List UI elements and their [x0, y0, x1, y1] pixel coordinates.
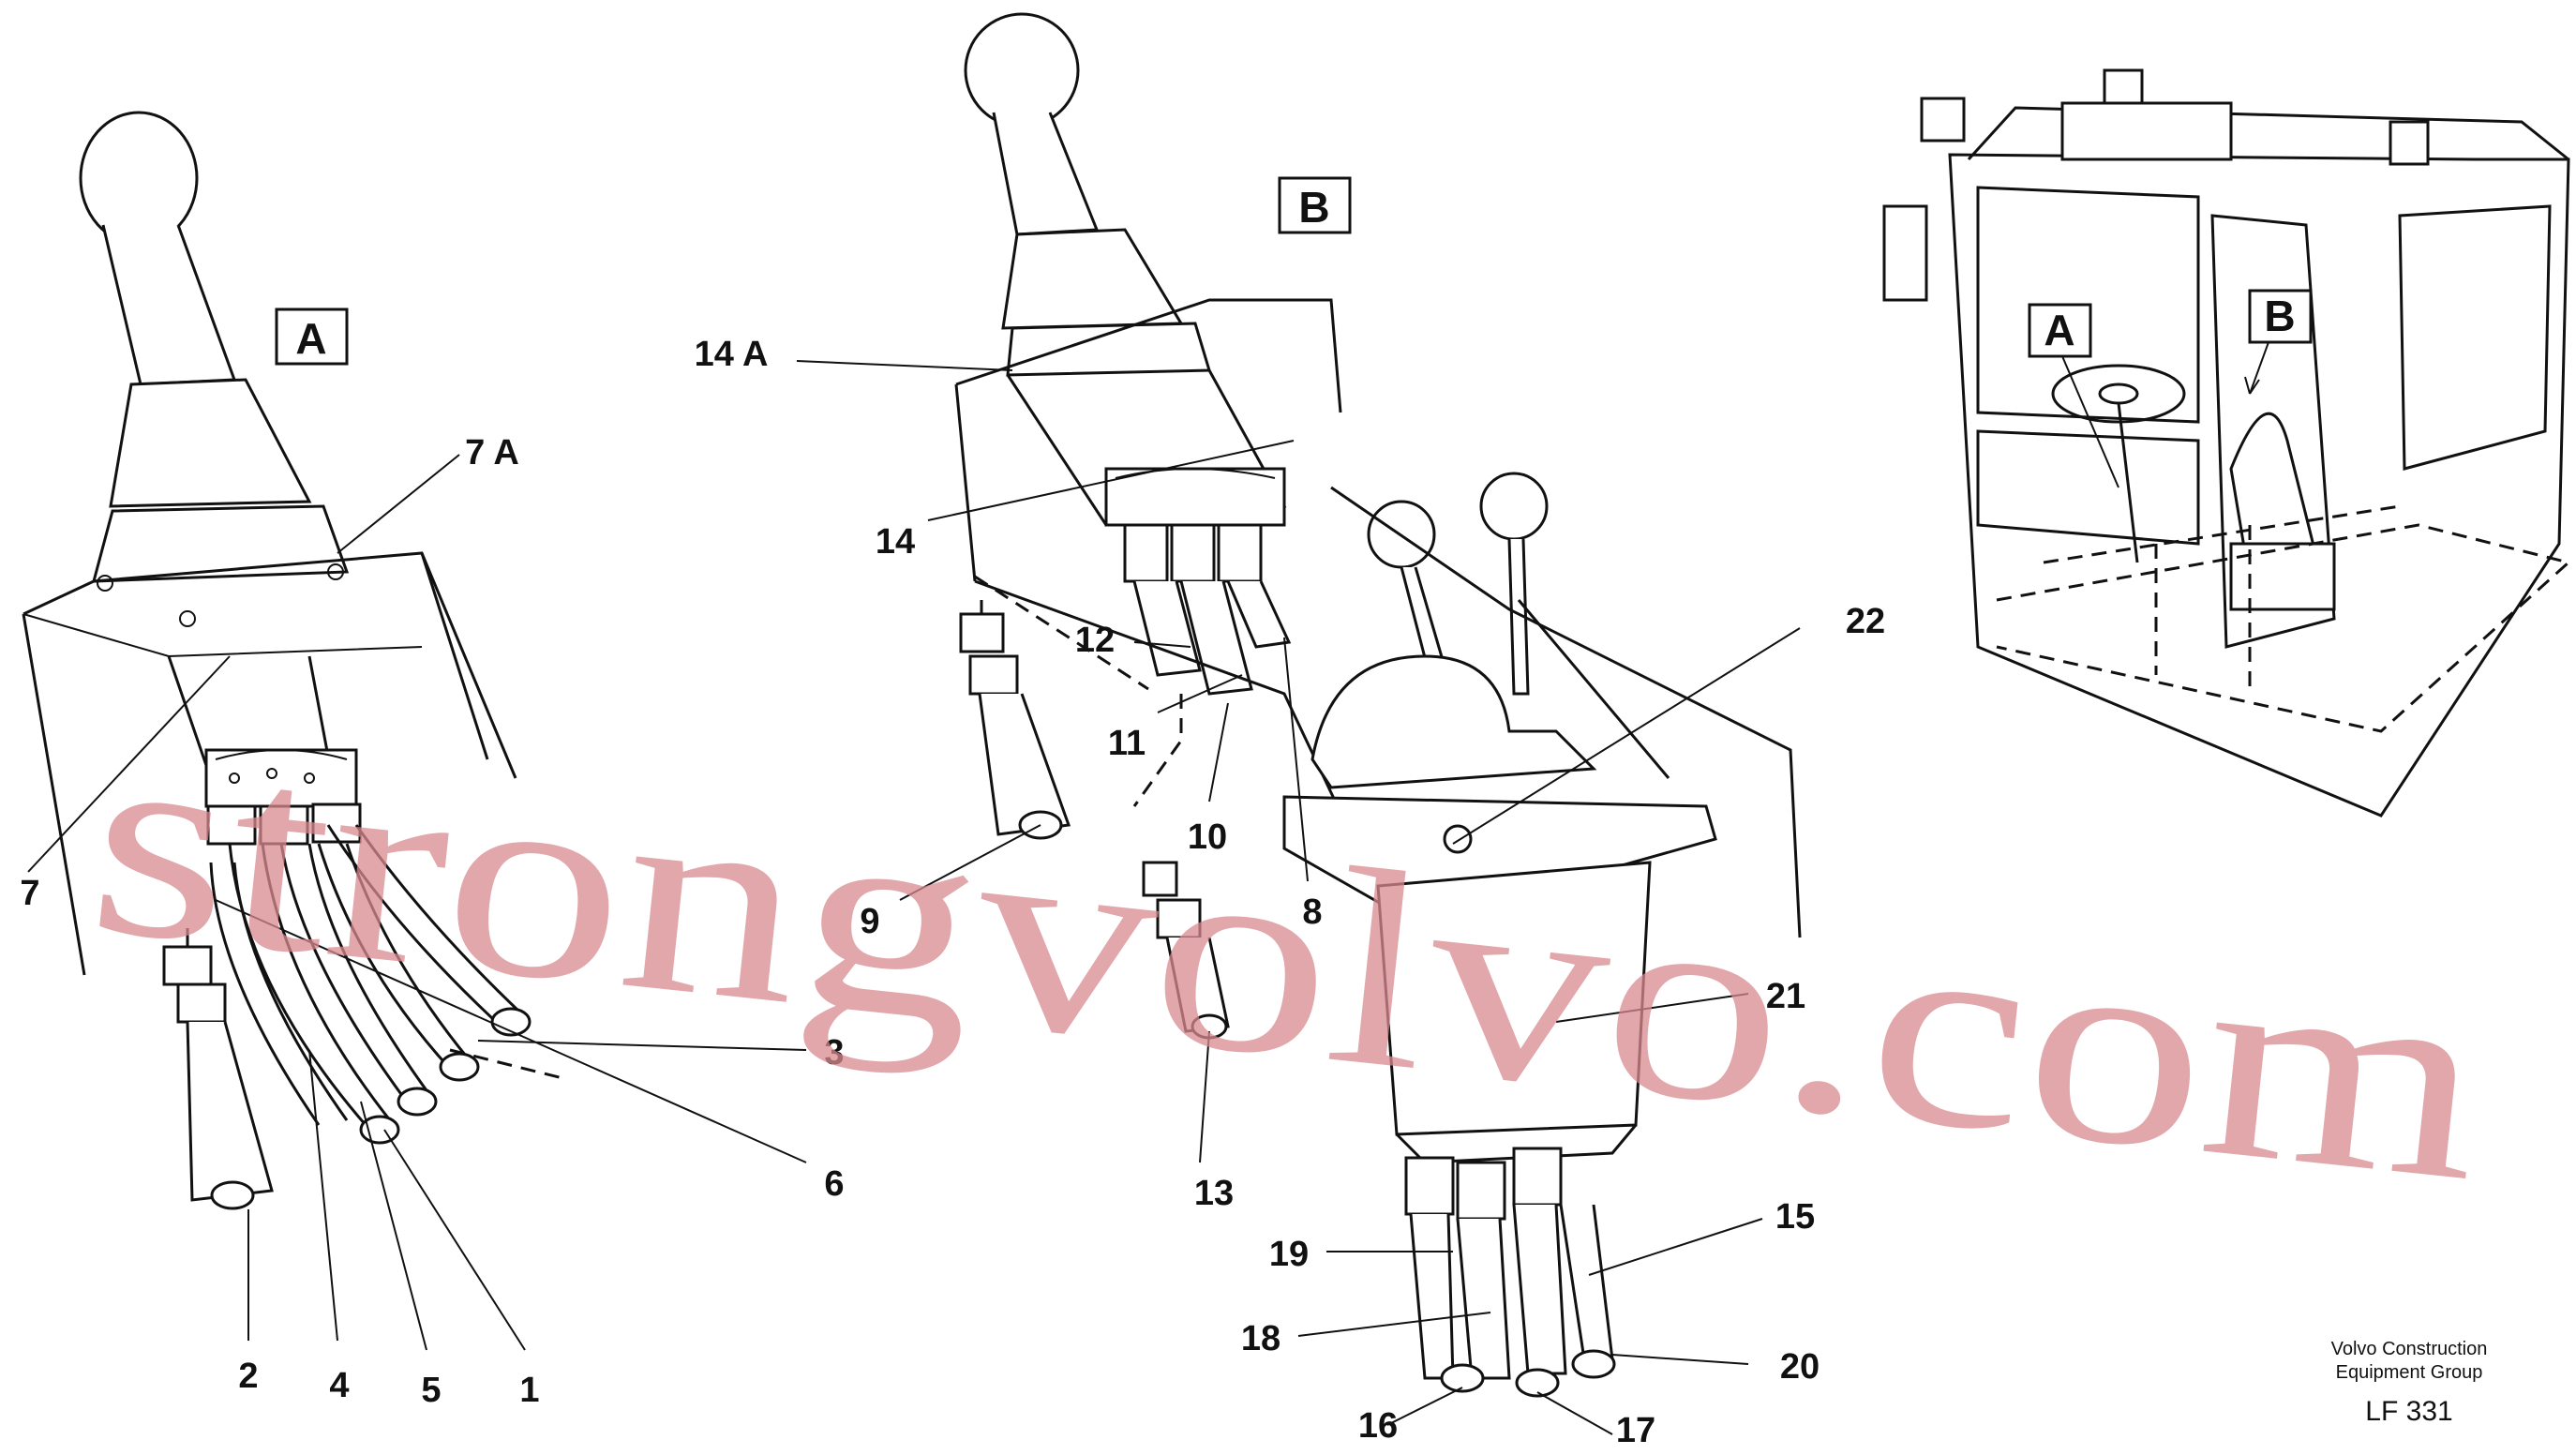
lever-cover	[1310, 654, 1597, 789]
joystick-b-assembly	[954, 12, 1370, 1040]
view-b-leaders	[796, 360, 1801, 1435]
cab-front-window	[1976, 186, 2200, 424]
cab-side-window	[2398, 204, 2552, 471]
credit-line-2: Equipment Group	[2336, 1362, 2483, 1383]
joystick-a-assembly	[22, 111, 807, 1351]
view-b-label: B	[1298, 183, 1329, 232]
hose-18	[1456, 1218, 1511, 1380]
credit-line-1: Volvo Construction	[2331, 1339, 2488, 1359]
callout-2: 2	[238, 1357, 258, 1396]
callout-14a: 14 A	[695, 335, 769, 374]
callout-8: 8	[1302, 892, 1322, 932]
callout-21: 21	[1766, 977, 1805, 1016]
hose-5	[279, 843, 405, 1098]
bolt-22	[1443, 824, 1473, 854]
operator-seat	[2229, 412, 2317, 584]
cab-label-b: B	[2264, 292, 2295, 340]
callout-13: 13	[1194, 1174, 1234, 1213]
hose-2	[186, 1021, 274, 1202]
callout-17: 17	[1616, 1411, 1655, 1450]
callout-3: 3	[824, 1033, 844, 1072]
mirror	[1882, 204, 1928, 302]
credit-block: Volvo Construction Equipment Group LF 33…	[2331, 1339, 2488, 1427]
joystick-a-lever	[101, 224, 237, 386]
view-a-label: A	[295, 314, 326, 363]
hose-3	[326, 824, 508, 1033]
joystick-a-housing	[22, 551, 517, 779]
cab-label-a: A	[2044, 306, 2074, 354]
callout-15: 15	[1775, 1197, 1815, 1237]
callout-4: 4	[329, 1366, 349, 1405]
hose-15	[1512, 1204, 1567, 1375]
cab-overview: A B	[1882, 68, 2572, 818]
steering-wheel	[2051, 364, 2186, 424]
callout-16: 16	[1358, 1406, 1398, 1446]
callout-6: 6	[824, 1164, 844, 1204]
roof-hatch	[2060, 101, 2233, 161]
callout-12: 12	[1075, 621, 1115, 660]
callout-7: 7	[20, 874, 39, 913]
cab-outline	[1948, 153, 2570, 818]
callout-7a: 7 A	[465, 433, 519, 472]
callout-20: 20	[1780, 1347, 1820, 1387]
callout-5: 5	[421, 1371, 441, 1410]
callout-1: 1	[519, 1371, 539, 1410]
joystick-a-boot	[109, 378, 312, 508]
callout-9: 9	[860, 902, 879, 941]
hose-4	[209, 862, 321, 1126]
callout-18: 18	[1241, 1319, 1281, 1358]
callout-14: 14	[876, 522, 915, 562]
callout-labels: 2 4 5 1 7 7 A 3 6 14 A 14 12 11 10 8 9 1…	[20, 335, 1885, 1450]
joystick-b-knob	[964, 12, 1080, 128]
joystick-a-flange	[92, 504, 350, 583]
joystick-a-knob	[79, 111, 199, 246]
hose-19	[1409, 1213, 1455, 1380]
joystick-b-lever	[992, 112, 1100, 236]
callout-22: 22	[1846, 602, 1885, 641]
dual-lever-valve-assembly	[1282, 472, 1802, 1398]
view-a-label-box: A	[275, 308, 349, 366]
drawing-code: LF 331	[2365, 1396, 2452, 1427]
callout-10: 10	[1188, 818, 1227, 857]
callout-19: 19	[1269, 1235, 1309, 1274]
hose-6	[317, 843, 452, 1071]
joystick-b-flange	[1006, 322, 1212, 377]
callout-11: 11	[1108, 724, 1146, 763]
lever-knob-right	[1479, 472, 1549, 541]
watermark-text: strongvolvo.com	[78, 679, 2497, 1239]
view-b-label-box: B	[1278, 176, 1352, 234]
joystick-b-boot	[1001, 228, 1184, 330]
hose-20	[1559, 1204, 1614, 1361]
